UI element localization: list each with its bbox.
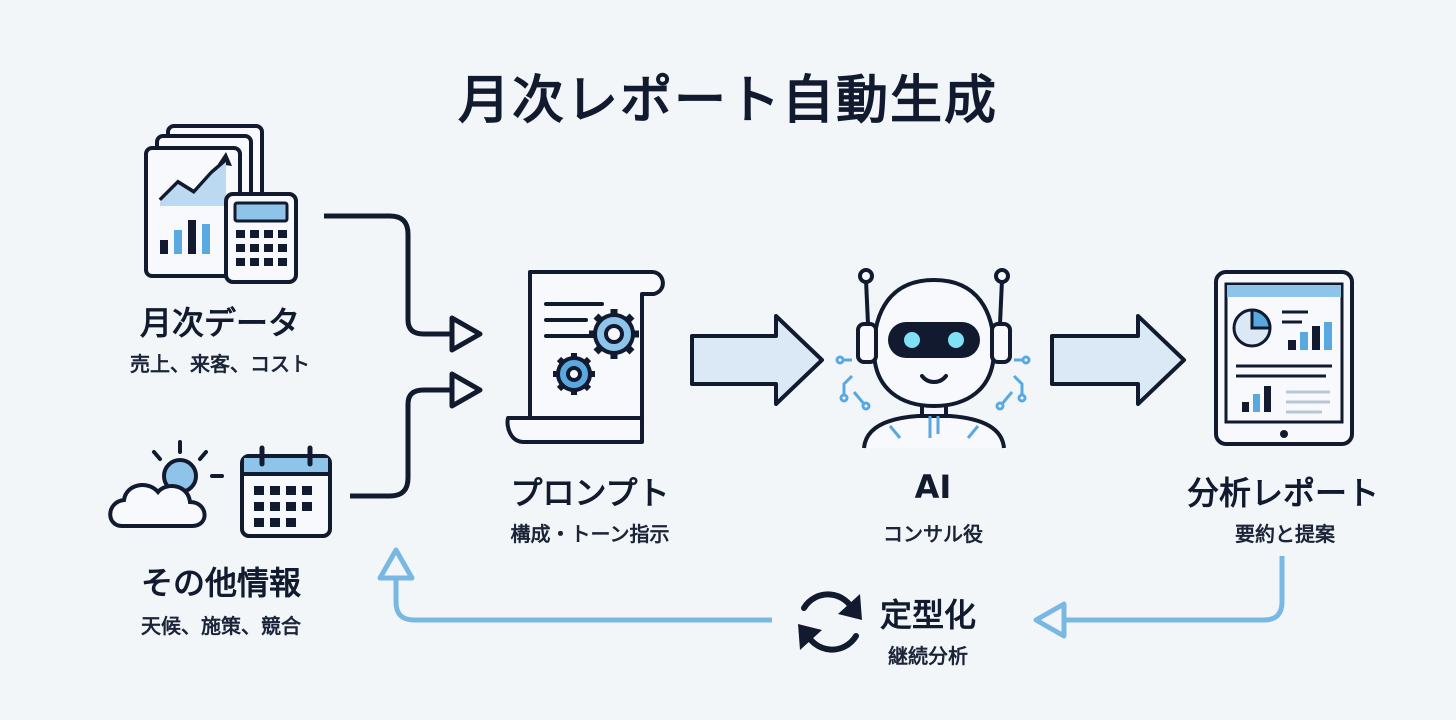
loop-label: 定型化 (880, 596, 977, 634)
ai-to-report-arrow (1050, 314, 1186, 406)
refresh-cycle-icon (798, 591, 862, 653)
weather-calendar-icon (108, 440, 332, 538)
ai-label: AI (914, 468, 952, 506)
report-sub: 要約と提案 (1235, 522, 1335, 546)
prompt-label: プロンプト (510, 474, 670, 512)
feedback-loop-arrow (377, 547, 1285, 639)
page-title: 月次レポート自動生成 (457, 71, 998, 131)
monthly-data-label: 月次データ (139, 304, 300, 342)
other-info-label: その他情報 (140, 564, 301, 602)
document-gears-icon (505, 270, 665, 444)
report-calculator-icon (144, 124, 298, 284)
ai-sub: コンサル役 (883, 522, 983, 546)
robot-icon (835, 268, 1031, 449)
monthly-data-sub: 売上、来客、コスト (130, 352, 310, 376)
other-to-prompt-arrow (350, 371, 483, 499)
other-info-sub: 天候、施策、競合 (141, 614, 301, 638)
tablet-report-icon (1214, 270, 1354, 446)
monthly-to-prompt-arrow (324, 213, 483, 353)
prompt-to-ai-arrow (690, 314, 824, 406)
loop-sub: 継続分析 (888, 644, 968, 668)
prompt-sub: 構成・トーン指示 (510, 522, 670, 546)
report-label: 分析レポート (1186, 474, 1379, 512)
